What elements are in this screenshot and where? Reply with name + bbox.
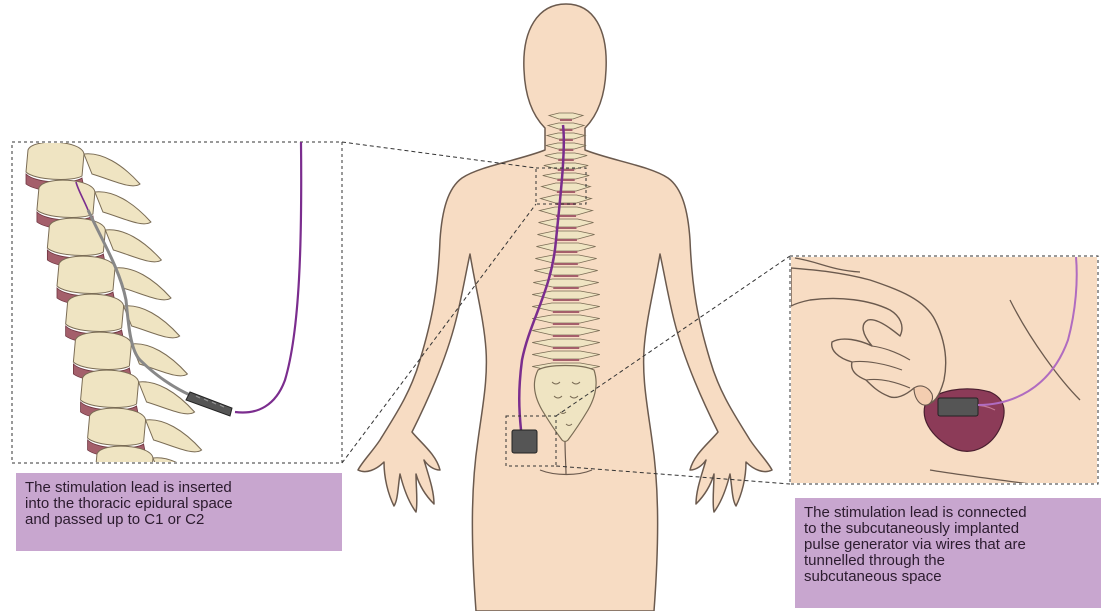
- pulse-generator-icon: [512, 430, 537, 453]
- right-inset: [790, 256, 1098, 484]
- caption-left: The stimulation lead is inserted into th…: [16, 473, 342, 551]
- caption-left-line: into the thoracic epidural space: [25, 496, 334, 512]
- disc: [559, 149, 574, 151]
- disc: [553, 335, 579, 337]
- disc: [553, 359, 579, 361]
- disc: [553, 347, 579, 349]
- caption-right-line: pulse generator via wires that are: [804, 537, 1093, 553]
- disc: [554, 275, 579, 277]
- caption-right-line: tunnelled through the: [804, 553, 1093, 569]
- disc: [555, 239, 577, 241]
- disc: [558, 159, 574, 161]
- caption-right-line: to the subcutaneously implanted: [804, 521, 1093, 537]
- caption-left-line: and passed up to C1 or C2: [25, 512, 334, 528]
- disc: [554, 263, 578, 265]
- disc: [553, 311, 579, 313]
- disc: [560, 119, 572, 121]
- caption-left-line: The stimulation lead is inserted: [25, 480, 334, 496]
- caption-right-line: subcutaneous space: [804, 569, 1093, 585]
- caption-right: The stimulation lead is connected to the…: [795, 498, 1101, 608]
- caption-right-line: The stimulation lead is connected: [804, 505, 1093, 521]
- disc: [560, 129, 573, 131]
- disc: [558, 169, 575, 171]
- inset-pulse-generator: [938, 398, 978, 416]
- disc: [557, 179, 574, 181]
- disc: [559, 139, 573, 141]
- disc: [553, 299, 579, 301]
- left-inset: [12, 142, 342, 495]
- disc: [555, 251, 578, 253]
- disc: [556, 227, 577, 229]
- disc: [553, 287, 579, 289]
- disc: [553, 323, 579, 325]
